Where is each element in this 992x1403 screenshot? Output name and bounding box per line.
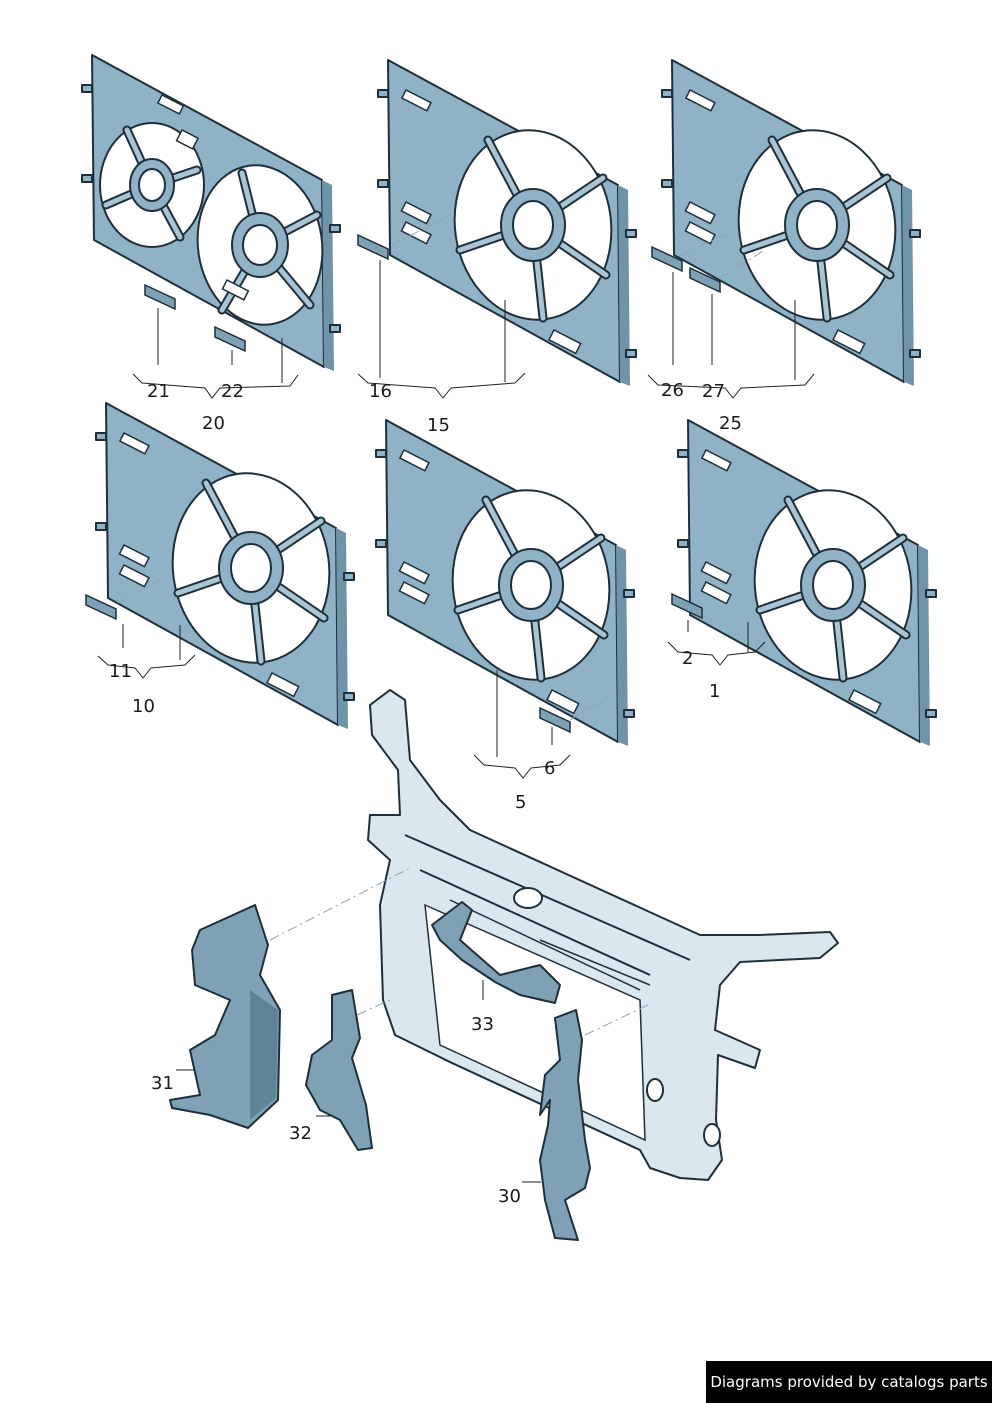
callout-31: 31 — [151, 1073, 174, 1094]
callout-1: 1 — [709, 681, 720, 702]
fan-shroud-25 — [662, 60, 920, 386]
callout-32: 32 — [289, 1123, 312, 1144]
callout-33: 33 — [471, 1014, 494, 1035]
callout-30: 30 — [498, 1186, 521, 1207]
air-duct-30 — [522, 1004, 649, 1241]
callout-16: 16 — [369, 381, 392, 402]
seal-22 — [214, 326, 246, 352]
callout-2: 2 — [682, 648, 693, 669]
callout-15: 15 — [427, 415, 450, 436]
fan-shroud-15 — [378, 60, 636, 386]
footer-badge: Diagrams provided by catalogs parts — [706, 1361, 992, 1403]
callout-21: 21 — [147, 381, 170, 402]
callout-6: 6 — [544, 758, 555, 779]
air-duct-32 — [305, 989, 391, 1151]
callout-26: 26 — [661, 380, 684, 401]
callout-25: 25 — [719, 413, 742, 434]
callout-5: 5 — [515, 792, 526, 813]
fan-shroud-twin-20 — [82, 55, 340, 371]
fan-shroud-5 — [376, 420, 634, 746]
fan-shroud-10 — [96, 403, 354, 729]
seal-16 — [357, 234, 389, 260]
footer-text: Diagrams provided by catalogs parts — [710, 1373, 988, 1391]
seal-21 — [144, 284, 176, 310]
callout-27: 27 — [702, 381, 725, 402]
callout-20: 20 — [202, 413, 225, 434]
callout-10: 10 — [132, 696, 155, 717]
callout-22: 22 — [221, 381, 244, 402]
callout-11: 11 — [109, 661, 132, 682]
bracket-33 — [431, 901, 561, 1004]
air-duct-31 — [169, 867, 411, 1129]
